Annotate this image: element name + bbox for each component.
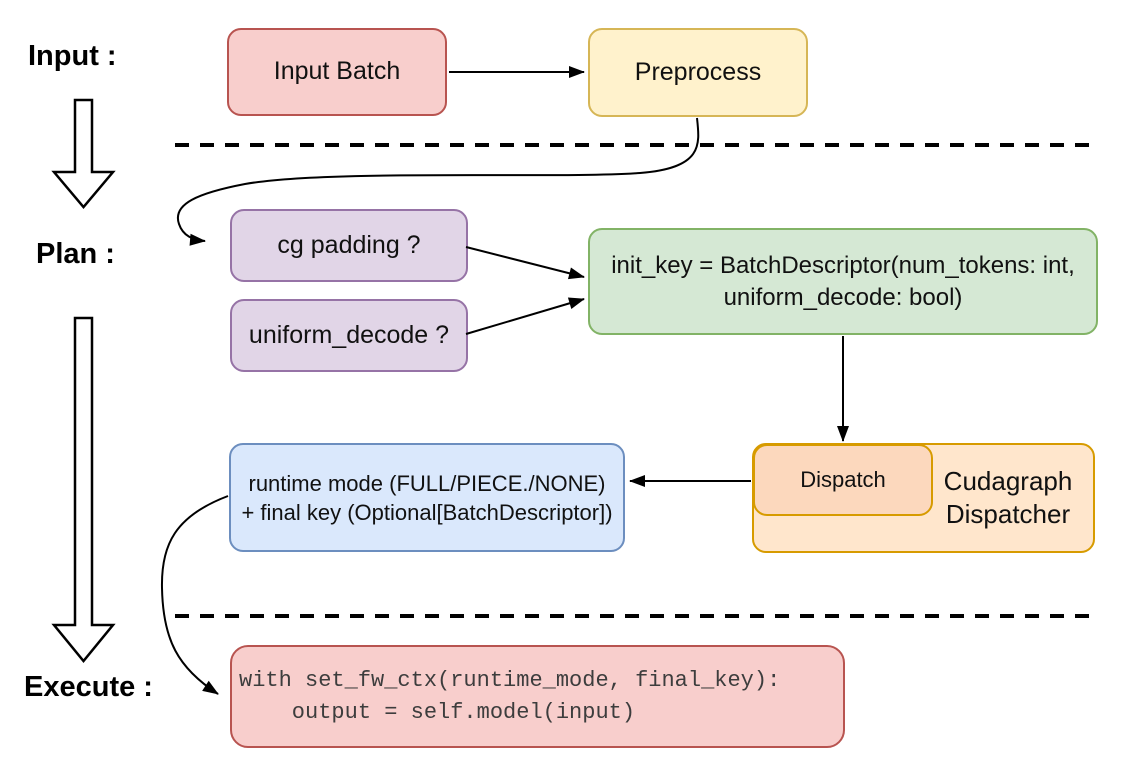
node-init-key: init_key = BatchDescriptor(num_tokens: i… — [588, 228, 1098, 335]
execute-code-line2: output = self.model(input) — [239, 699, 636, 725]
node-runtime-mode-line1: runtime mode (FULL/PIECE./NONE) — [248, 470, 606, 496]
node-input-batch: Input Batch — [227, 28, 447, 116]
hollow-arrow-plan-to-execute-icon — [51, 316, 116, 663]
phase-label-input: Input : — [28, 40, 117, 72]
phase-label-execute: Execute : — [24, 671, 153, 703]
node-uniform-decode-label: uniform_decode ? — [248, 320, 450, 349]
phase-label-plan: Plan : — [36, 238, 115, 270]
node-init-key-line2: uniform_decode: bool) — [723, 283, 963, 311]
node-dispatch-label: Dispatch — [800, 467, 886, 493]
node-uniform-decode: uniform_decode ? — [230, 299, 468, 372]
cudagraph-line2: Dispatcher — [945, 499, 1071, 529]
node-preprocess-label: Preprocess — [634, 57, 762, 86]
execute-code-line1: with set_fw_ctx(runtime_mode, final_key)… — [239, 667, 781, 693]
node-init-key-line1: init_key = BatchDescriptor(num_tokens: i… — [611, 251, 1075, 279]
arrow-runtimemode-to-executecode — [160, 495, 229, 695]
node-cg-padding-label: cg padding ? — [277, 230, 421, 259]
cudagraph-line1: Cudagraph — [943, 466, 1073, 496]
node-cg-padding: cg padding ? — [230, 209, 468, 282]
node-runtime-mode-line2: + final key (Optional[BatchDescriptor]) — [241, 499, 613, 525]
node-runtime-mode: runtime mode (FULL/PIECE./NONE) + final … — [229, 443, 625, 552]
node-execute-code: with set_fw_ctx(runtime_mode, final_key)… — [230, 645, 845, 748]
arrow-cgpadding-to-initkey — [465, 246, 585, 280]
node-input-batch-label: Input Batch — [273, 57, 401, 86]
hollow-arrow-input-to-plan-icon — [51, 98, 116, 209]
arrow-uniformdecode-to-initkey — [465, 297, 585, 335]
node-preprocess: Preprocess — [588, 28, 808, 117]
node-cudagraph-dispatcher-label: Cudagraph Dispatcher — [923, 465, 1093, 531]
node-dispatch: Dispatch — [753, 444, 933, 516]
